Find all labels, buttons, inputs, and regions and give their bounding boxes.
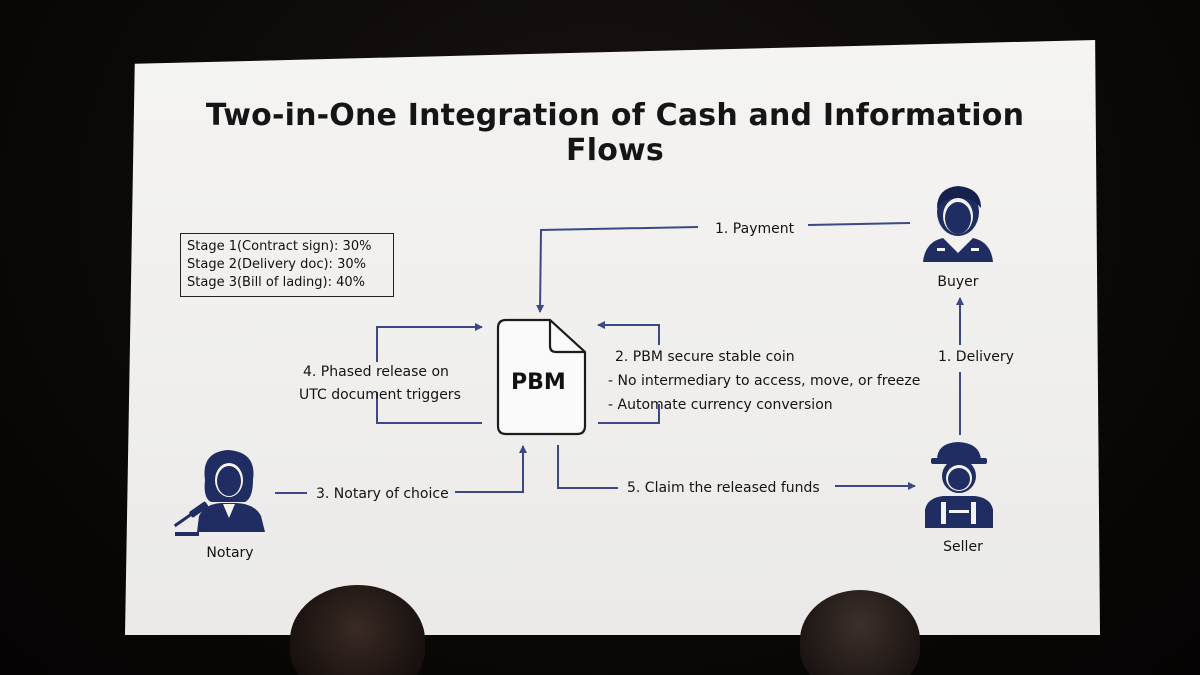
release-bracket-top (376, 323, 483, 362)
payment-line-left (536, 226, 699, 313)
phased-release-label-2: UTC document triggers (299, 387, 461, 403)
claim-line-left (557, 445, 618, 489)
no-intermediary-label: - No intermediary to access, move, or fr… (608, 373, 921, 389)
slide: Two-in-One Integration of Cash and Infor… (125, 40, 1100, 635)
notary-choice-label: 3. Notary of choice (316, 486, 449, 502)
stage-3: Stage 3(Bill of lading): 40% (187, 275, 366, 290)
audience-head-left (290, 585, 425, 675)
pbm-coin-label: 2. PBM secure stable coin (615, 349, 795, 365)
flow-connectors (173, 186, 993, 536)
notary-line-right (455, 445, 527, 493)
claim-funds-label: 5. Claim the released funds (627, 480, 820, 496)
payment-line (807, 222, 911, 226)
seller-label: Seller (943, 539, 983, 555)
seller-worker-icon (925, 442, 993, 528)
slide-title: Two-in-One Integration of Cash and Infor… (205, 98, 1025, 168)
buyer-label: Buyer (937, 274, 979, 290)
release-bracket-bottom (376, 392, 482, 424)
notary-label: Notary (206, 545, 254, 561)
payment-label: 1. Payment (715, 221, 795, 237)
phased-release-label-1: 4. Phased release on (303, 364, 449, 380)
delivery-label: 1. Delivery (938, 349, 1014, 365)
coin-bracket-bottom (598, 404, 660, 424)
currency-label: - Automate currency conversion (608, 397, 833, 413)
pbm-document-icon (496, 318, 587, 436)
stage-breakdown-box: Stage 1(Contract sign): 30% Stage 2(Deli… (180, 233, 394, 297)
stage-1: Stage 1(Contract sign): 30% (187, 239, 372, 254)
audience-head-right (800, 590, 920, 675)
stage-2: Stage 2(Delivery doc): 30% (187, 257, 366, 272)
pbm-label: PBM (511, 370, 566, 395)
buyer-person-icon (923, 186, 993, 262)
coin-bracket-top (597, 321, 660, 345)
notary-judge-icon (173, 450, 265, 536)
